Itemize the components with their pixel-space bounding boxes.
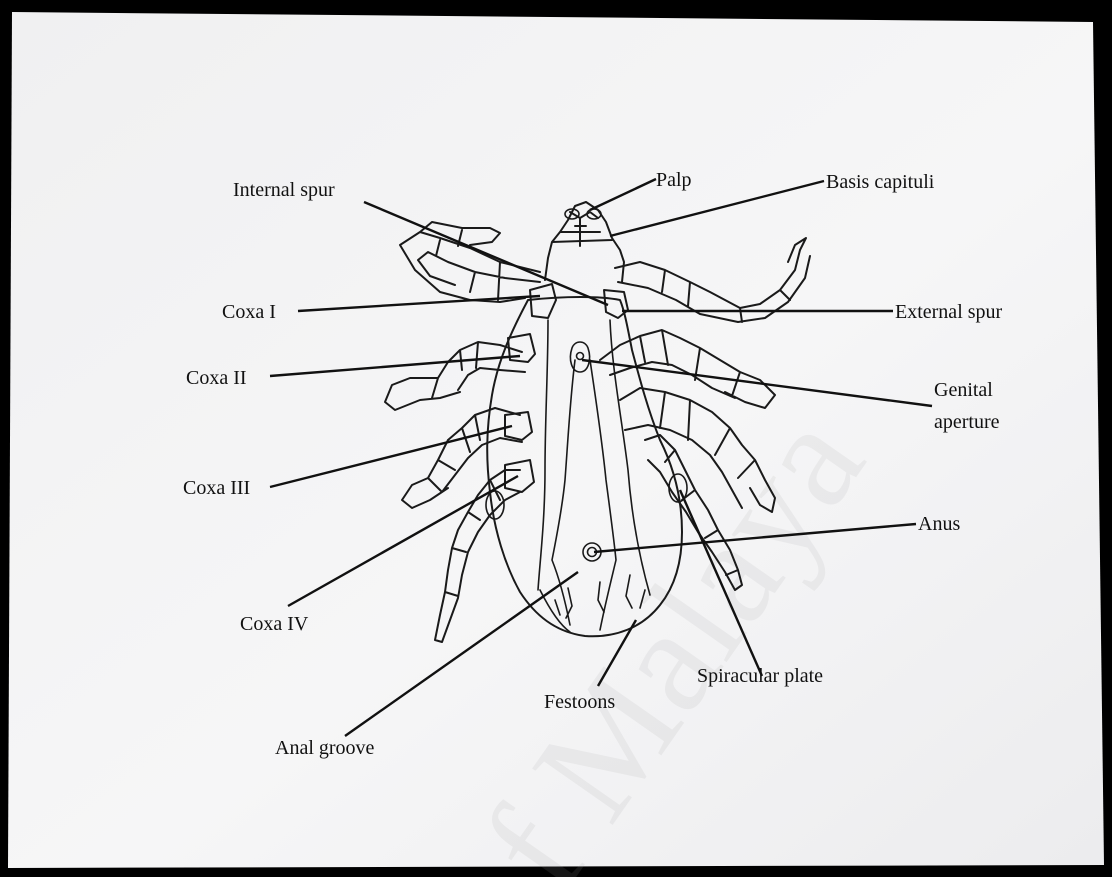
label-coxa-iv: Coxa IV xyxy=(240,613,309,635)
label-anal-groove: Anal groove xyxy=(275,737,375,759)
label-genital-line2: aperture xyxy=(934,411,1000,433)
label-basis-capituli: Basis capituli xyxy=(826,171,935,193)
label-genital-line1: Genital xyxy=(934,379,993,401)
label-anus: Anus xyxy=(918,513,960,535)
label-palp: Palp xyxy=(656,169,692,191)
label-external-spur: External spur xyxy=(895,301,1003,323)
label-coxa-ii: Coxa II xyxy=(186,367,247,389)
label-internal-spur: Internal spur xyxy=(233,179,335,201)
label-coxa-iii: Coxa III xyxy=(183,477,250,499)
label-coxa-i: Coxa I xyxy=(222,301,276,323)
label-festoons: Festoons xyxy=(544,691,615,713)
label-spiracular-plate: Spiracular plate xyxy=(697,665,823,687)
